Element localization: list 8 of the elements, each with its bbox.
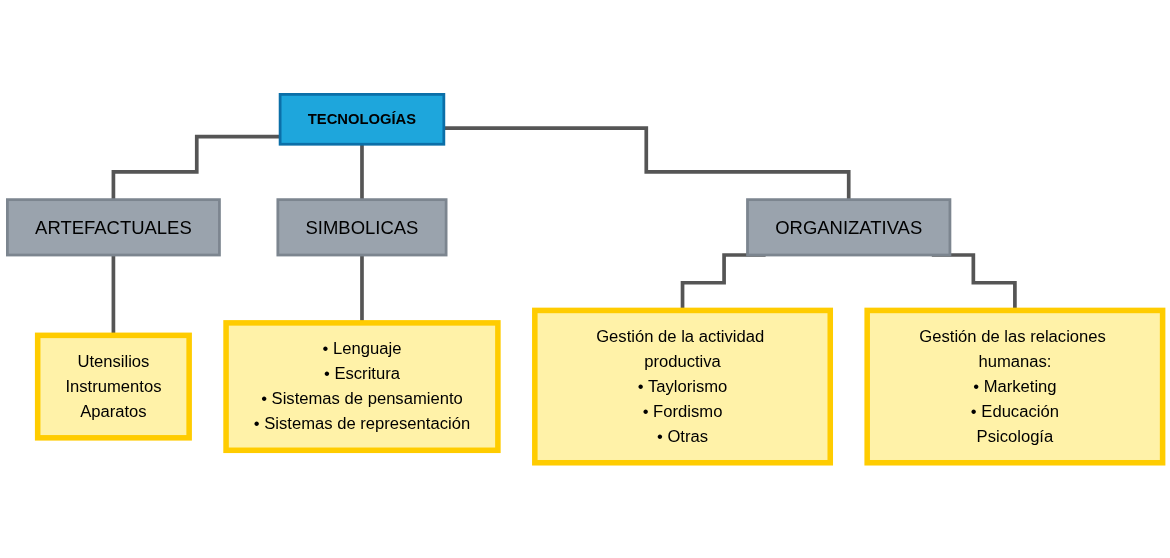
- node-box: ORGANIZATIVAS: [746, 198, 952, 257]
- node-box: Gestión de las relaciones humanas: • Marketing • Educación Psicología: [864, 308, 1166, 466]
- node-box: SIMBOLICAS: [276, 198, 448, 257]
- node-box: ARTEFACTUALES: [6, 198, 221, 257]
- node-box: Gestión de la actividad productiva • Taylorismo • Fordismo • Otras: [532, 308, 833, 466]
- node-box: • Lenguaje • Escritura • Sistemas de pensamiento • Sistemas de representación: [223, 320, 501, 454]
- node-box: Utensilios Instrumentos Aparatos: [34, 333, 192, 441]
- node-box: TECNOLOGÍAS: [278, 93, 446, 147]
